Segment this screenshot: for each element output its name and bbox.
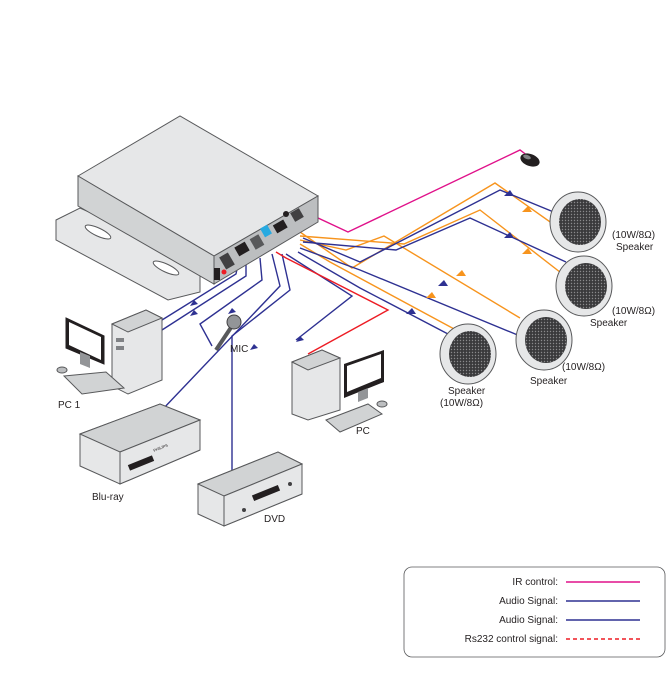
rs232-cable bbox=[275, 251, 390, 355]
label-dvd: DVD bbox=[264, 514, 285, 525]
ir-cable bbox=[301, 149, 529, 233]
pc-mouse bbox=[376, 400, 388, 408]
label-speaker1-spec: (10W/8Ω) bbox=[612, 230, 655, 241]
ceiling-speaker-4 bbox=[439, 323, 497, 385]
pc-workstation bbox=[290, 349, 388, 433]
legend-label: Audio Signal: bbox=[499, 596, 558, 607]
legend-box bbox=[403, 566, 666, 658]
label-speaker4-spec: (10W/8Ω) bbox=[440, 398, 483, 409]
speaker-cable-orange-a bbox=[299, 182, 571, 269]
legend: IR control: Audio Signal: Audio Signal: Rs2… bbox=[403, 566, 666, 658]
pc1-workstation bbox=[56, 309, 164, 395]
bracket-slot-icon bbox=[84, 224, 112, 240]
cable-arrows bbox=[190, 190, 532, 350]
label-speaker3-spec: (10W/8Ω) bbox=[562, 362, 605, 373]
legend-label: IR control: bbox=[512, 577, 558, 588]
speaker-cable-blue-b bbox=[302, 217, 567, 263]
speaker-cable-orange-b bbox=[299, 209, 566, 277]
label-pc: PC bbox=[356, 426, 370, 437]
label-mic: MIC bbox=[230, 344, 248, 355]
label-speaker4-name: Speaker bbox=[448, 386, 486, 397]
speaker-cable-blue-d bbox=[297, 251, 449, 335]
pc1-keyboard bbox=[62, 371, 126, 395]
label-speaker3-name: Speaker bbox=[530, 376, 568, 387]
amplifier-unit bbox=[55, 115, 319, 301]
pc1-mouse bbox=[56, 366, 68, 374]
dvd-player bbox=[196, 451, 304, 527]
speaker-cable-blue-c bbox=[299, 247, 521, 337]
ceiling-speaker-3 bbox=[515, 309, 573, 371]
pc-monitor bbox=[344, 350, 384, 402]
label-speaker1-name: Speaker bbox=[616, 242, 654, 253]
legend-label: Audio Signal: bbox=[499, 615, 558, 626]
pc-audio-cable bbox=[285, 253, 354, 341]
bluray-player: PHILIPS bbox=[78, 403, 202, 485]
speaker-cable-orange-c bbox=[299, 235, 521, 319]
pc1-monitor bbox=[65, 317, 105, 368]
speaker-cable-orange-d bbox=[299, 243, 457, 331]
bracket-slot-icon bbox=[152, 260, 180, 276]
bluray-audio-cable bbox=[161, 253, 281, 411]
ceiling-speaker-2 bbox=[555, 255, 613, 317]
mic-cable bbox=[199, 257, 263, 347]
ceiling-speaker-1 bbox=[549, 191, 607, 253]
legend-label: Rs232 control signal: bbox=[465, 634, 558, 645]
microphone bbox=[214, 314, 242, 352]
device-labels: PC 1 MIC Blu-ray DVD PC (10W/8Ω) Speaker… bbox=[58, 230, 655, 525]
speaker-cable-blue-a bbox=[302, 189, 579, 263]
label-bluray: Blu-ray bbox=[92, 492, 124, 503]
dvd-audio-cable bbox=[231, 253, 291, 470]
pc-keyboard bbox=[325, 403, 384, 433]
ir-receiver bbox=[520, 153, 540, 167]
amplifier-connectors bbox=[214, 208, 304, 280]
label-speaker2-name: Speaker bbox=[590, 318, 628, 329]
bluray-brand-label: PHILIPS bbox=[153, 442, 169, 453]
label-pc1: PC 1 bbox=[58, 400, 81, 411]
label-speaker2-spec: (10W/8Ω) bbox=[612, 306, 655, 317]
